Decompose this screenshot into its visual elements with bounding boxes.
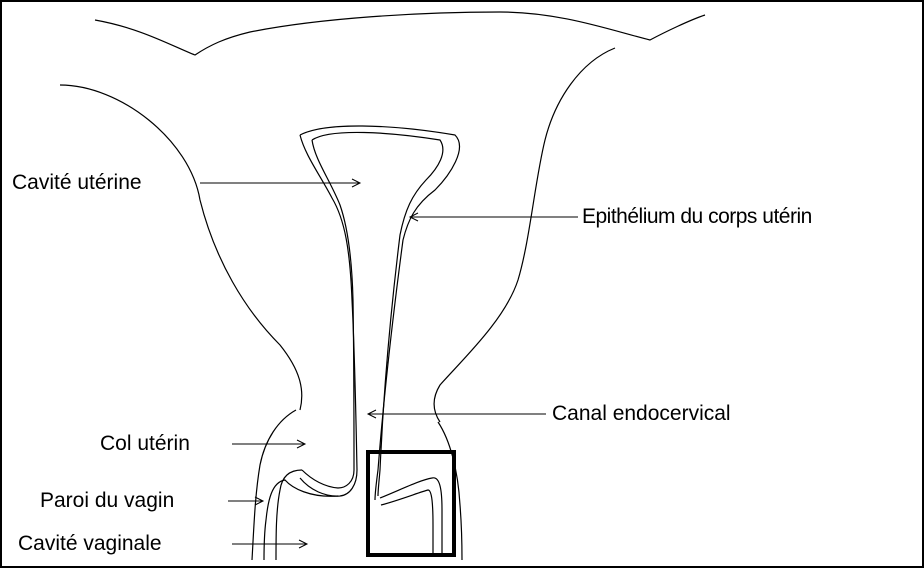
label-paroi-vagin: Paroi du vagin: [40, 489, 174, 513]
cavity-inner-left: [302, 140, 354, 488]
label-col-uterin: Col utérin: [100, 432, 190, 456]
uterus-left-outer-wall: [60, 85, 302, 410]
uterus-right-outer-wall: [434, 48, 615, 422]
cavity-outer-left: [300, 126, 459, 500]
vaginal-wall-left-outer: [252, 410, 296, 560]
label-epithelium: Epithélium du corps utérin: [582, 205, 812, 229]
highlight-box: [368, 452, 454, 555]
arrow-cavite-uterine: [200, 179, 360, 187]
arrow-paroi-vagin: [228, 497, 263, 505]
arrow-epithelium: [410, 213, 578, 221]
cervix-right-fold-inner: [381, 490, 433, 553]
cavity-outer-left-2: [300, 135, 357, 496]
arrow-canal-endocervical: [368, 410, 546, 418]
label-cavite-uterine: Cavité utérine: [12, 171, 142, 195]
label-canal-endocervical: Canal endocervical: [552, 402, 731, 426]
label-cavite-vaginale: Cavité vaginale: [18, 532, 162, 556]
vaginal-wall-left-inner-2: [264, 480, 338, 560]
arrow-cavite-vaginale: [232, 540, 307, 548]
